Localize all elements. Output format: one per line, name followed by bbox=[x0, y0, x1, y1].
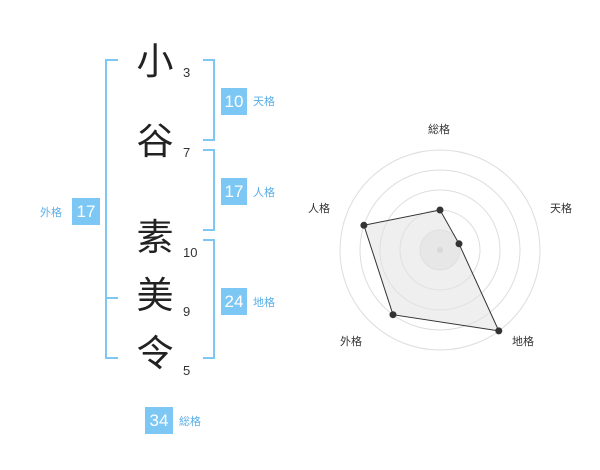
chikaku-bracket bbox=[203, 239, 215, 359]
name-char-3: 素 bbox=[136, 216, 174, 259]
radar-point-4 bbox=[360, 221, 368, 229]
chikaku-label: 地格 bbox=[253, 296, 275, 309]
radar-axis-label-gaikaku: 外格 bbox=[340, 335, 362, 348]
tenkaku-value: 10 bbox=[221, 88, 247, 115]
radar-point-2 bbox=[495, 327, 503, 335]
stroke-count-2: 7 bbox=[183, 145, 191, 160]
stroke-count-1: 3 bbox=[183, 65, 191, 80]
jinkaku-bracket bbox=[203, 149, 215, 231]
stroke-count-5: 5 bbox=[183, 363, 191, 378]
radar-axis-label-jinkaku: 人格 bbox=[308, 202, 330, 215]
gaikaku-value: 17 bbox=[72, 198, 100, 225]
tenkaku-label: 天格 bbox=[253, 95, 275, 108]
soukaku-value: 34 bbox=[145, 407, 173, 434]
name-char-5: 令 bbox=[136, 332, 174, 375]
stroke-count-4: 9 bbox=[183, 304, 191, 319]
name-char-4: 美 bbox=[136, 274, 174, 317]
radar-axis-label-soukaku: 総格 bbox=[428, 123, 450, 136]
stroke-count-3: 10 bbox=[183, 245, 198, 260]
radar-point-0 bbox=[436, 206, 444, 214]
jinkaku-value: 17 bbox=[221, 178, 247, 205]
name-char-1: 小 bbox=[136, 40, 174, 83]
radar-axis-label-tenkaku: 天格 bbox=[550, 202, 572, 215]
gaikaku-label: 外格 bbox=[40, 206, 62, 219]
gaikaku-bracket bbox=[105, 59, 118, 359]
radar-axis-label-chikaku: 地格 bbox=[512, 335, 534, 348]
chikaku-value: 24 bbox=[221, 288, 247, 315]
jinkaku-label: 人格 bbox=[253, 186, 275, 199]
radar-value-polygon bbox=[363, 209, 500, 332]
radar-point-1 bbox=[455, 240, 463, 248]
tenkaku-bracket bbox=[203, 59, 215, 141]
radar-point-3 bbox=[389, 311, 397, 319]
name-char-2: 谷 bbox=[136, 120, 174, 163]
soukaku-label: 総格 bbox=[179, 415, 201, 428]
